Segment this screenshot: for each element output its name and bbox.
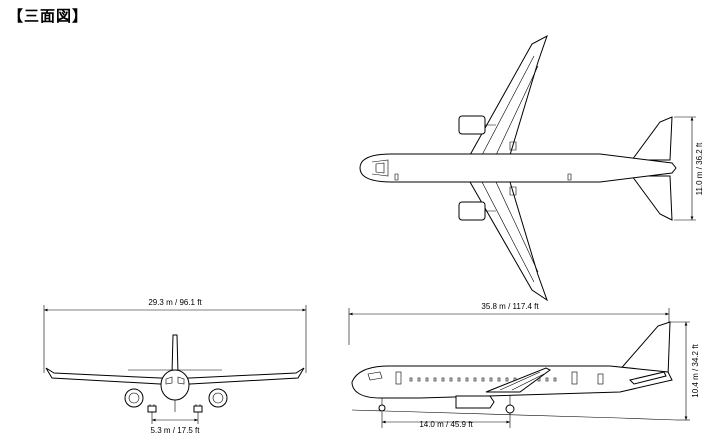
lower-wing	[469, 181, 548, 302]
front-track-label: 5.3 m / 17.5 ft	[151, 426, 201, 435]
side-engine	[455, 395, 495, 409]
front-fin	[171, 334, 179, 375]
top-view: 11.0 m / 36.2 ft	[359, 34, 704, 302]
lower-stabilizer	[631, 175, 673, 221]
front-right-engine	[208, 388, 228, 408]
side-length-label: 35.8 m / 117.4 ft	[481, 302, 539, 311]
front-span-label: 29.3 m / 96.1 ft	[148, 298, 202, 307]
lower-engine	[458, 201, 486, 221]
front-view: 29.3 m / 96.1 ft 5.3 m / 17.5 ft	[43, 298, 307, 435]
upper-engine	[458, 115, 486, 135]
front-wing	[45, 367, 305, 385]
page-title: 【三面図】	[8, 7, 89, 25]
top-wingspan-label: 11.0 m / 36.2 ft	[695, 142, 704, 196]
side-view: 35.8 m / 117.4 ft	[348, 302, 700, 429]
front-fuselage	[160, 369, 190, 401]
upper-wing	[469, 34, 548, 156]
front-left-engine	[124, 388, 144, 408]
side-wheelbase-label: 14.0 m / 45.9 ft	[419, 420, 473, 429]
side-height-label: 10.4 m / 34.2 ft	[691, 344, 700, 398]
side-wing	[485, 367, 551, 393]
upper-stabilizer	[631, 116, 673, 161]
top-fuselage	[359, 153, 677, 183]
